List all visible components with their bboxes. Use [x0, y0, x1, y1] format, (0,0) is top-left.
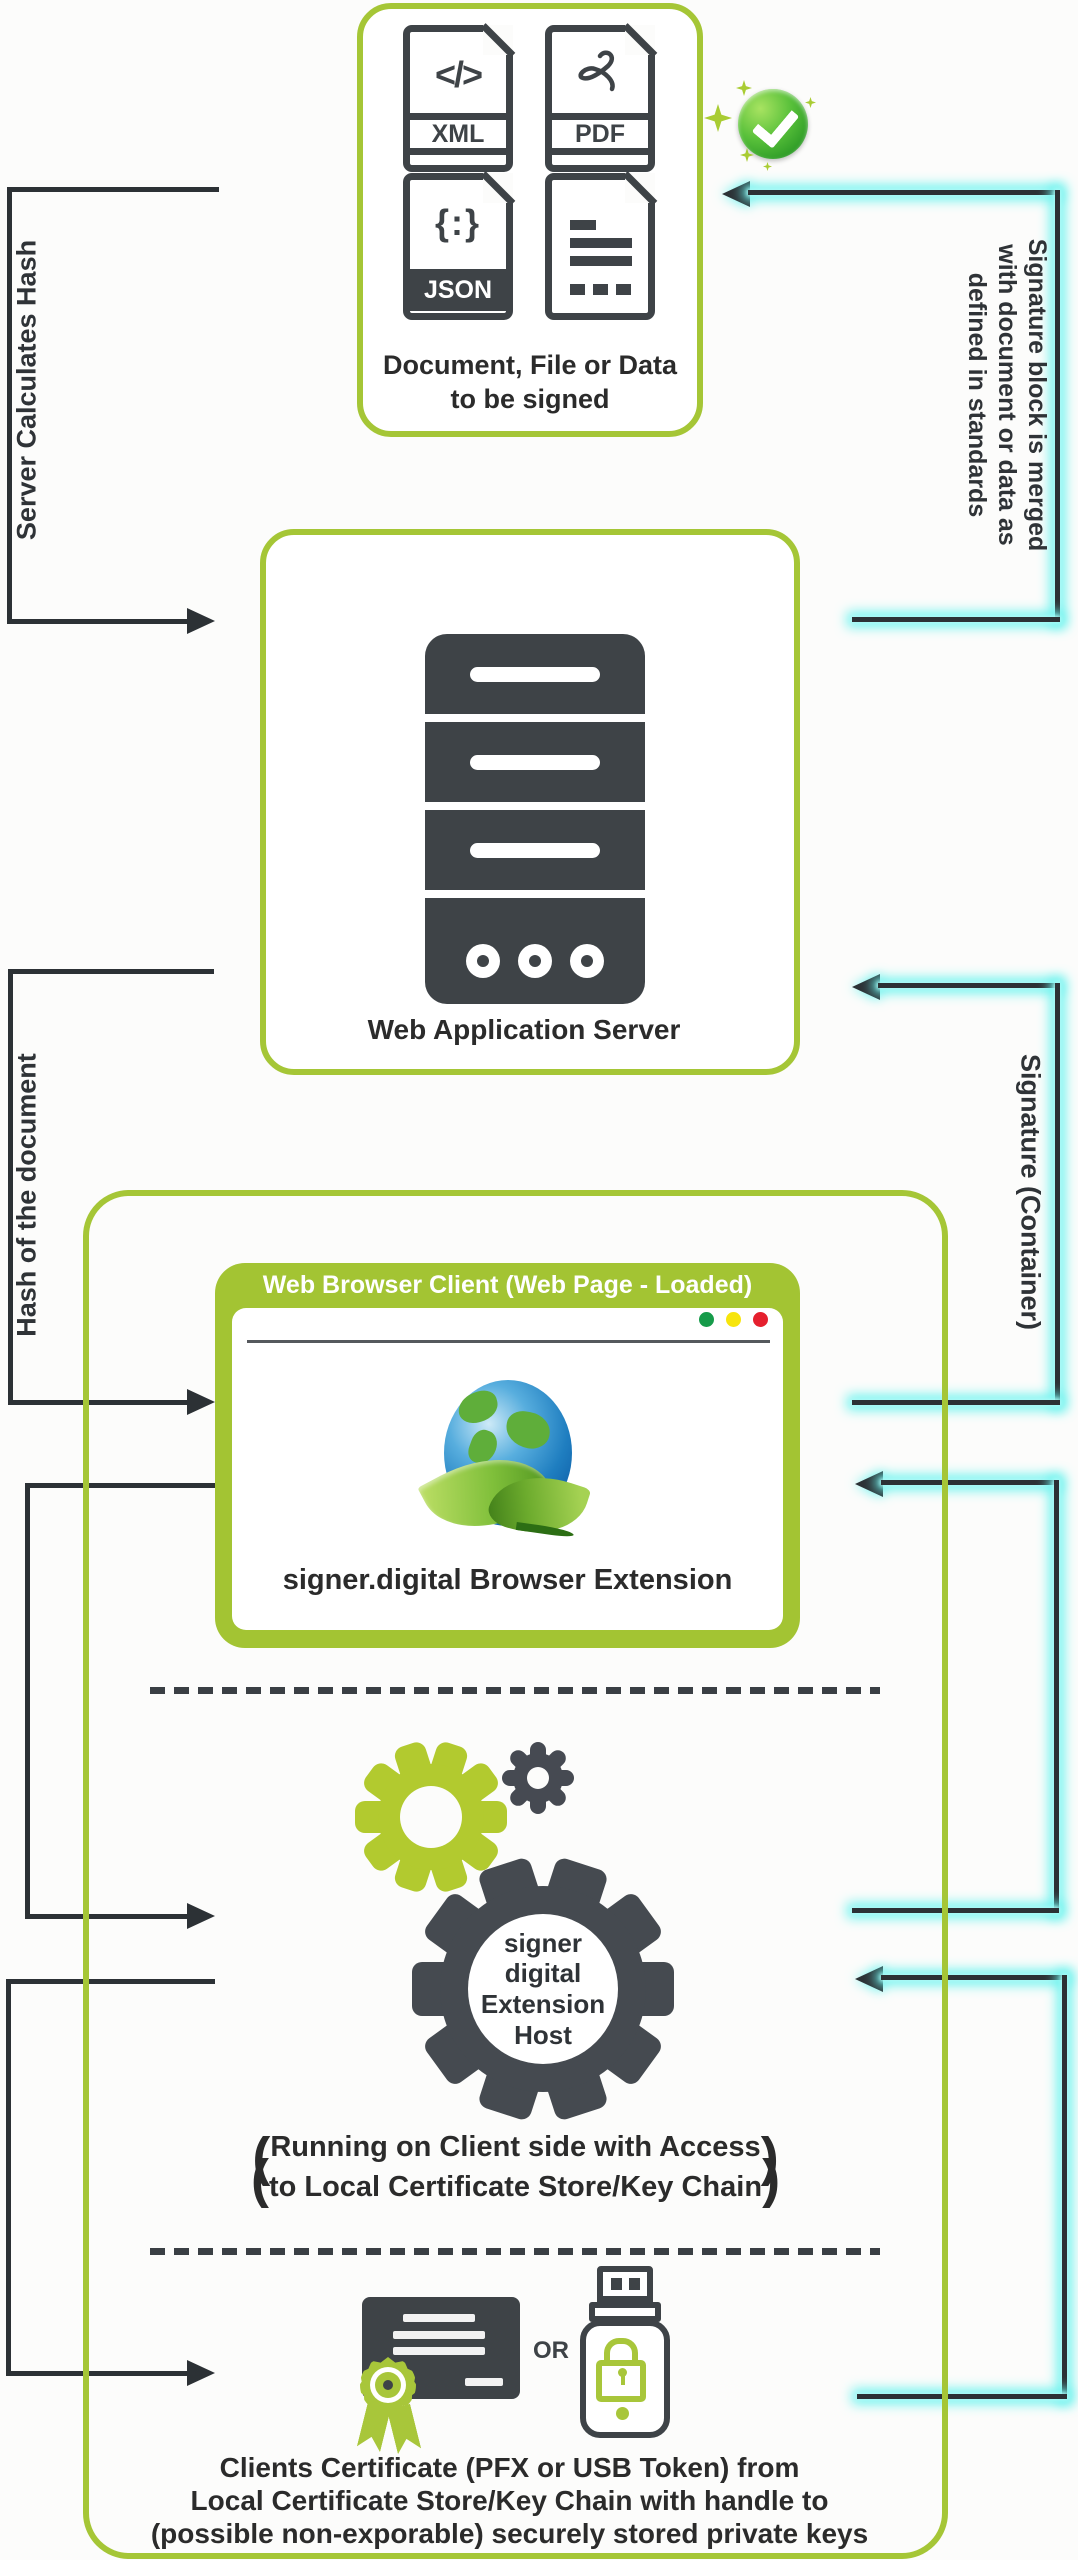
line-left-rail-4 [6, 1979, 11, 2376]
arrow-into-server-icon [187, 608, 215, 634]
or-label: OR [533, 2337, 569, 2364]
label-hash-of-document: Hash of the document [11, 1053, 42, 1337]
line-right-rail-0 [1055, 190, 1060, 622]
server-icon [425, 634, 645, 1004]
xml-label: XML [403, 113, 513, 155]
arrow-into-browser-icon [187, 1389, 215, 1415]
server-caption: Web Application Server [367, 1014, 681, 1045]
xml-file-icon: </> XML [403, 23, 516, 172]
line-doc-to-left-rail [7, 187, 219, 192]
browser-toolbar-line [247, 1340, 770, 1343]
window-dot-green-icon [699, 1312, 714, 1327]
label-signature-container: Signature (Container) [1015, 1053, 1046, 1331]
cert-caption-line2: Local Certificate Store/Key Chain with h… [190, 2485, 829, 2516]
arrow-into-host-right [855, 1966, 883, 1992]
arrow-into-document-icon [722, 181, 750, 207]
line-into-certstore [6, 2371, 187, 2376]
line-merge-top [748, 190, 1058, 195]
fold-corner-icon [622, 171, 658, 206]
window-dot-yellow-icon [726, 1312, 741, 1327]
line-left-rail-3 [25, 1483, 30, 1919]
pdf-label: PDF [545, 113, 655, 155]
fold-corner-icon [622, 23, 658, 58]
doc-caption-line1: Document, File or Data [382, 350, 678, 380]
extension-caption: signer.digital Browser Extension [282, 1564, 733, 1596]
line-left-rail-1 [7, 187, 12, 624]
merge-line-1: Signature block is merged [1023, 238, 1051, 552]
dashed-separator-1 [150, 1687, 880, 1694]
line-into-host [25, 1914, 187, 1919]
browser-header: Web Browser Client (Web Page - Loaded) [262, 1271, 753, 1299]
extension-host-label: signer digital Extension Host [480, 1927, 606, 2050]
line-host-up-top [881, 1480, 1057, 1485]
pdf-swirl-icon [576, 50, 624, 99]
arrow-into-host-icon [187, 1903, 215, 1929]
cert-caption-line1: Clients Certificate (PFX or USB Token) f… [219, 2452, 800, 2483]
line-hash-to-browser [8, 1400, 187, 1405]
merge-line-2: with document or data as [993, 244, 1021, 546]
line-merge-bottom [852, 617, 1060, 622]
globe-icon [417, 1378, 592, 1554]
line-host-up-bottom [852, 1908, 1059, 1913]
check-icon [738, 89, 808, 159]
pdf-file-icon: PDF [545, 23, 658, 172]
line-browser-to-left-rail [25, 1483, 215, 1488]
sparkle-icon [805, 97, 816, 108]
sparkle-icon [736, 80, 752, 96]
json-file-icon: {:} JSON [403, 171, 516, 320]
json-glyph: {:} [434, 202, 481, 243]
dashed-separator-2 [150, 2248, 880, 2255]
xml-glyph: </> [434, 54, 483, 95]
line-left-rail-2 [8, 969, 13, 1405]
line-sig-top [878, 983, 1058, 988]
running-caption-line2: ( to Local Certificate Store/Key Chain ) [250, 2149, 781, 2209]
label-server-calculates-hash: Server Calculates Hash [11, 239, 42, 541]
sparkle-icon [763, 162, 772, 171]
document-file-icon [545, 171, 658, 320]
line-host-to-left-rail [6, 1979, 215, 1984]
sparkle-icon [704, 104, 732, 132]
json-label: JSON [403, 269, 513, 311]
gear-small-dark-icon [502, 1742, 574, 1814]
arrow-into-certstore-icon [187, 2360, 215, 2386]
line-right-rail-1 [1055, 983, 1060, 1405]
window-dot-red-icon [753, 1312, 768, 1327]
arrow-into-server-right [852, 974, 880, 1000]
arrow-into-browser-right [855, 1471, 883, 1497]
line-cert-up-top [881, 1975, 1067, 1980]
line-hash-to-server [7, 619, 187, 624]
line-server-to-left-rail [8, 969, 214, 974]
running-caption-line1: ( Running on Client side with Access ) [252, 2127, 779, 2187]
client-container-box [83, 1190, 948, 2559]
fold-corner-icon [480, 23, 516, 58]
doc-caption-line2: to be signed [450, 384, 610, 414]
fold-corner-icon [480, 171, 516, 206]
line-sig-bottom [852, 1400, 1060, 1405]
merge-line-3: defined in standards [963, 272, 991, 518]
cert-caption-line3: (possible non-exporable) securely stored… [150, 2518, 869, 2549]
gear-extension-host-icon: signer digital Extension Host [412, 1856, 674, 2122]
lock-body-icon [596, 2360, 646, 2402]
gear-lime-icon [355, 1739, 507, 1895]
line-cert-up-bottom [857, 2394, 1067, 2399]
line-right-rail-3 [1062, 1975, 1067, 2399]
line-right-rail-2 [1054, 1480, 1059, 1913]
